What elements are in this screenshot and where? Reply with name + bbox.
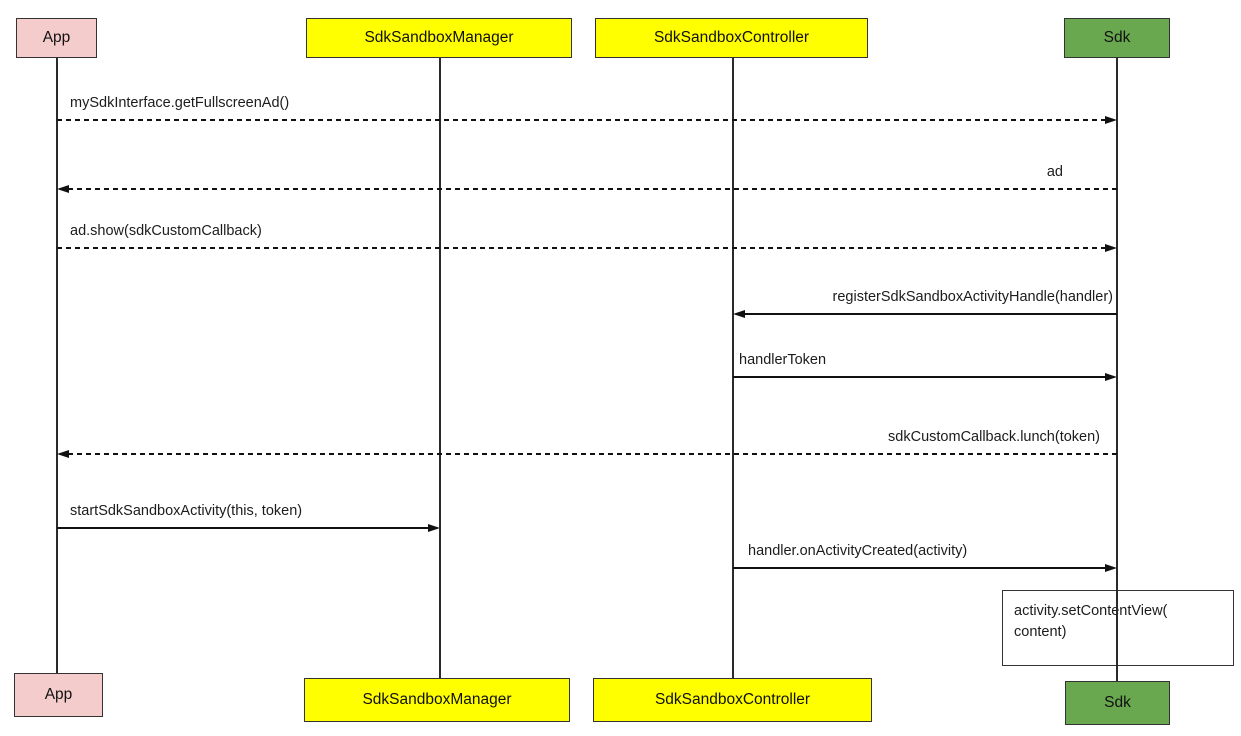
participant-sdk-top-box: Sdk — [1064, 18, 1170, 58]
message-line-1 — [57, 119, 1106, 121]
participant-label: SdkSandboxManager — [362, 691, 512, 708]
note-box: activity.setContentView( content) — [1002, 590, 1234, 666]
message-line-6 — [68, 453, 1117, 455]
lifeline-sdk — [1116, 56, 1118, 683]
participant-controller-top-box: SdkSandboxController — [595, 18, 868, 58]
message-line-5 — [733, 376, 1106, 378]
participant-label: App — [44, 686, 73, 703]
arrowhead-icon — [428, 523, 440, 532]
participant-app-top-box: App — [16, 18, 97, 58]
participant-label: Sdk — [1104, 694, 1131, 711]
message-label-5: handlerToken — [739, 352, 827, 368]
message-label-1: mySdkInterface.getFullscreenAd() — [70, 95, 290, 111]
participant-sdk-bottom-box: Sdk — [1065, 681, 1170, 725]
message-label-7: startSdkSandboxActivity(this, token) — [70, 503, 303, 519]
message-line-2 — [68, 188, 1117, 190]
participant-manager-top-box: SdkSandboxManager — [306, 18, 572, 58]
participant-manager-bottom-box: SdkSandboxManager — [304, 678, 570, 722]
message-label-6: sdkCustomCallback.lunch(token) — [888, 429, 1100, 445]
arrowhead-icon — [57, 449, 69, 458]
message-label-3: ad.show(sdkCustomCallback) — [70, 223, 262, 239]
note-line: activity.setContentView( — [1014, 603, 1168, 619]
message-label-4: registerSdkSandboxActivityHandle(handler… — [832, 289, 1113, 305]
lifeline-controller — [732, 56, 734, 680]
lifeline-manager — [439, 56, 441, 680]
participant-label: SdkSandboxController — [654, 691, 811, 708]
message-label-8: handler.onActivityCreated(activity) — [748, 543, 968, 559]
message-line-4 — [744, 313, 1117, 315]
arrowhead-icon — [1105, 563, 1117, 572]
message-line-8 — [733, 567, 1106, 569]
arrowhead-icon — [1105, 115, 1117, 124]
arrowhead-icon — [733, 309, 745, 318]
participant-label: SdkSandboxManager — [364, 29, 514, 46]
arrowhead-icon — [57, 184, 69, 193]
message-label-2: ad — [1046, 164, 1063, 180]
note-line: content) — [1014, 624, 1067, 640]
participant-label: App — [42, 29, 71, 46]
participant-label: Sdk — [1103, 29, 1131, 46]
participant-label: SdkSandboxController — [653, 29, 810, 46]
participant-controller-bottom-box: SdkSandboxController — [593, 678, 872, 722]
arrowhead-icon — [1105, 372, 1117, 381]
participant-app-bottom-box: App — [14, 673, 103, 717]
message-line-7 — [57, 527, 429, 529]
lifeline-app — [56, 56, 58, 675]
message-line-3 — [57, 247, 1106, 249]
arrowhead-icon — [1105, 243, 1117, 252]
